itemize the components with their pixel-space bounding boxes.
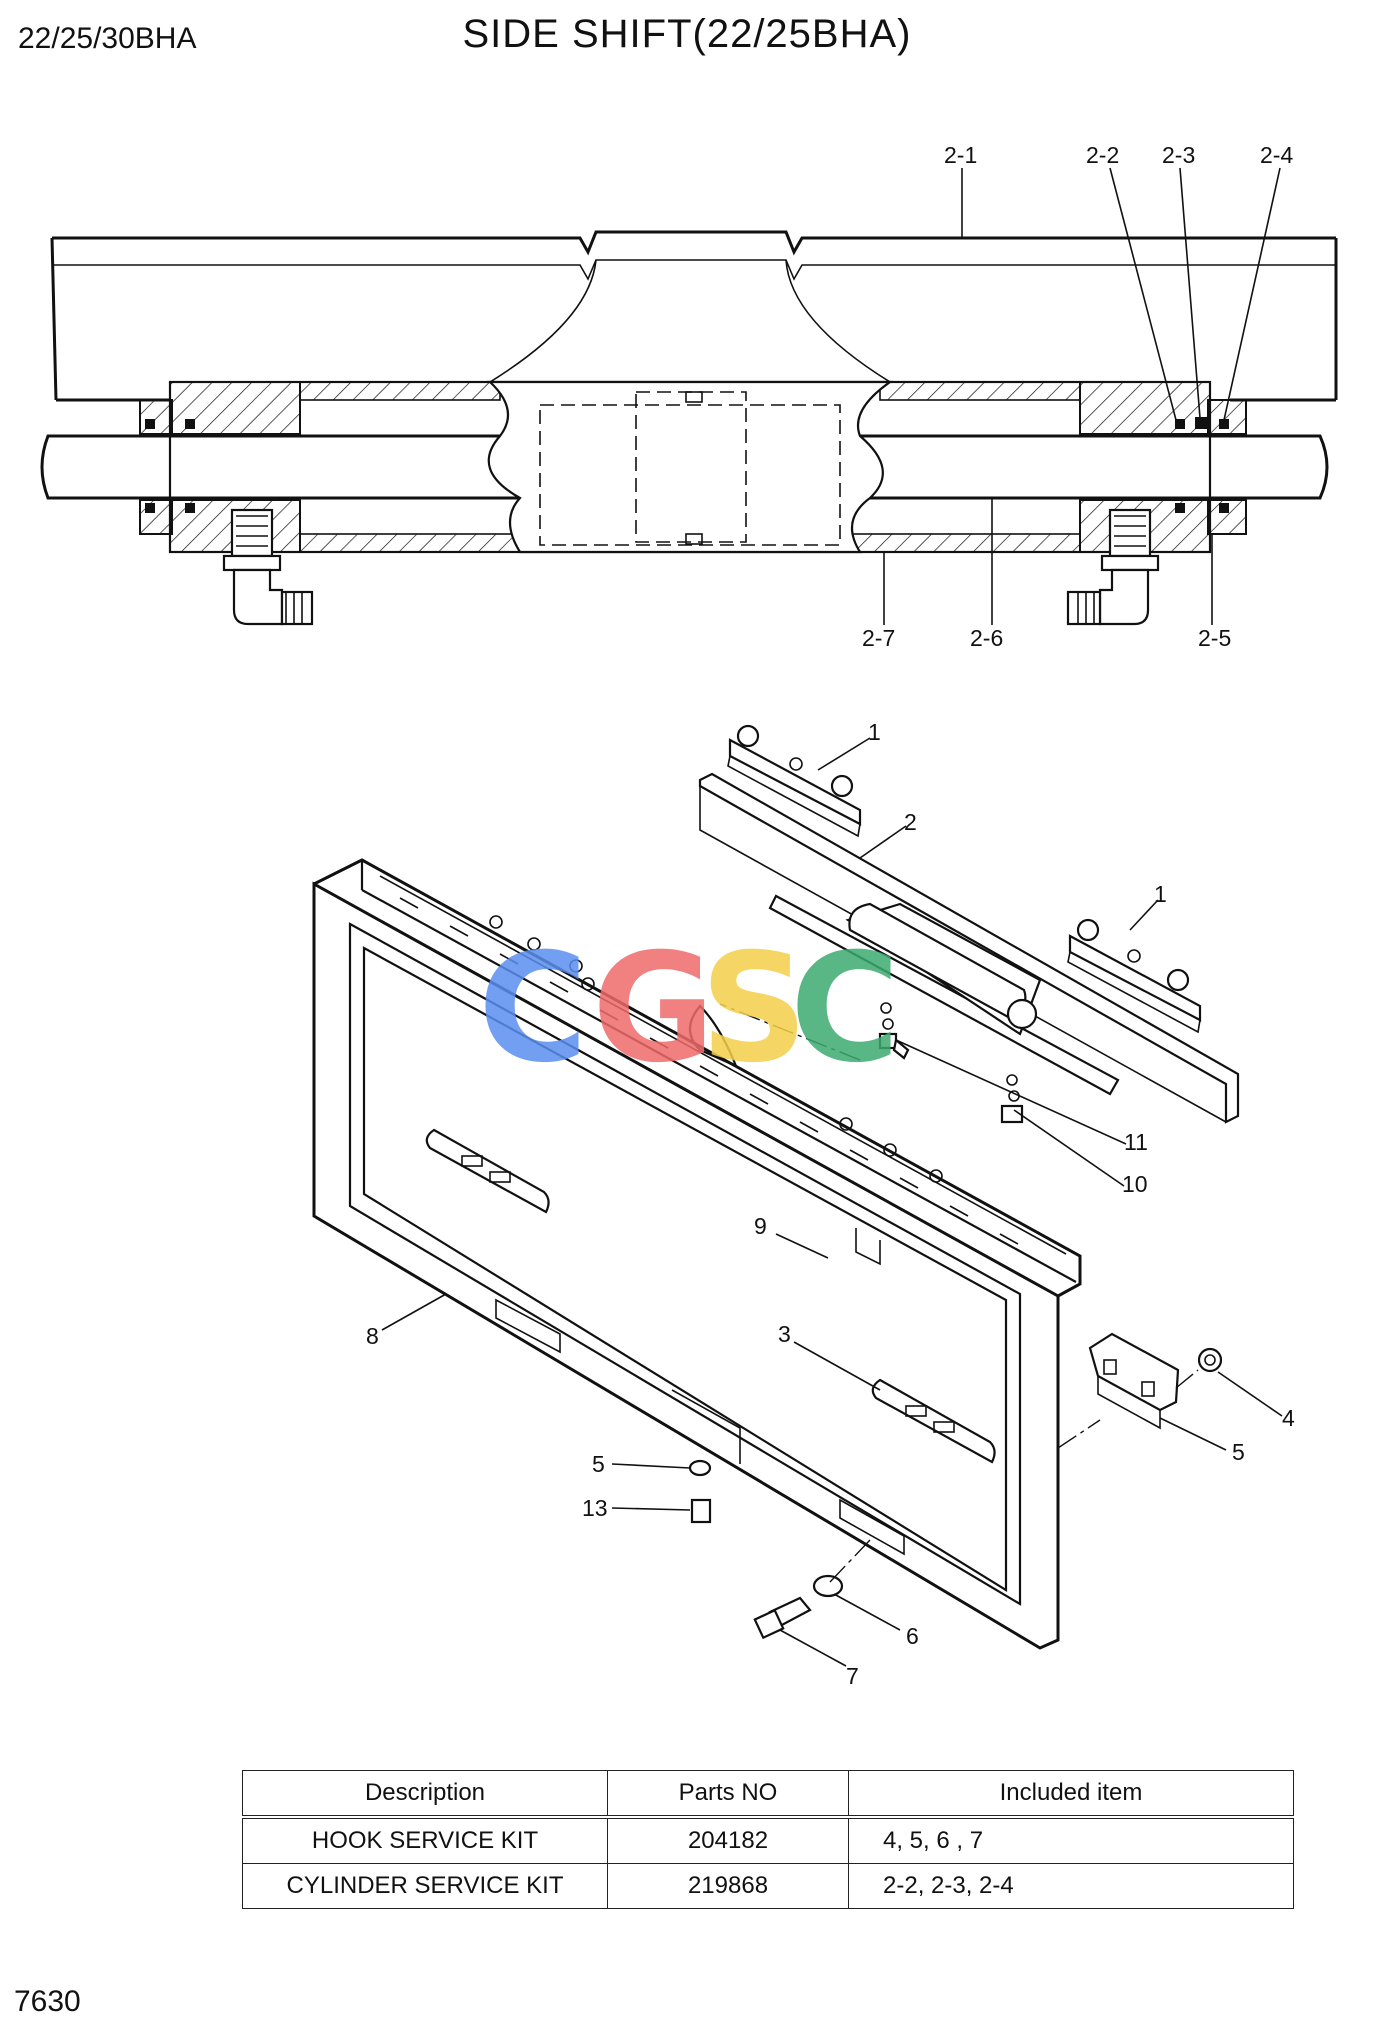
watermark-letter-c2: C [790, 922, 900, 1096]
callout-5-washer: 5 [592, 1451, 605, 1477]
callout-11: 11 [1124, 1129, 1148, 1155]
page-number: 7630 [14, 1985, 81, 2018]
callout-2-3: 2-3 [1162, 142, 1195, 168]
callout-2-7: 2-7 [862, 625, 895, 651]
row-part-no: 204182 [607, 1816, 849, 1864]
carriage-frame [312, 858, 1082, 1650]
callout-2-5: 2-5 [1198, 625, 1231, 651]
lower-clamp-bracket [1067, 918, 1202, 1034]
piston-rod [40, 434, 1329, 500]
row-included: 2-2, 2-3, 2-4 [848, 1863, 1294, 1909]
watermark-letter-c1: C [478, 922, 588, 1096]
callout-8: 8 [366, 1323, 379, 1349]
watermark-letter-g: G [592, 922, 715, 1096]
callout-1-lower: 1 [1154, 881, 1167, 907]
callout-9: 9 [754, 1213, 767, 1239]
col-description: Description [242, 1770, 608, 1819]
callout-13: 13 [582, 1495, 608, 1521]
callout-6: 6 [906, 1623, 919, 1649]
callout-5-hook: 5 [1232, 1439, 1245, 1465]
hook-washer [812, 1574, 844, 1598]
watermark-logo: C G S C [478, 922, 900, 1096]
exploded-view [312, 724, 1283, 1667]
callout-2-6: 2-6 [970, 625, 1003, 651]
callout-4: 4 [1282, 1405, 1295, 1431]
callout-1-upper: 1 [868, 719, 881, 745]
model-label: 22/25/30BHA [18, 22, 197, 55]
table-row: CYLINDER SERVICE KIT 219868 2-2, 2-3, 2-… [242, 1863, 1294, 1909]
grease-fittings [878, 1002, 1024, 1124]
table-header-row: Description Parts NO Included item [242, 1770, 1294, 1819]
right-port-fitting [1066, 508, 1160, 626]
callout-2-2: 2-2 [1086, 142, 1119, 168]
callout-7: 7 [846, 1663, 859, 1689]
left-port-fitting [222, 508, 314, 626]
callout-2-4: 2-4 [1260, 142, 1293, 168]
upper-rail [52, 230, 1336, 256]
cap-screw [690, 1498, 712, 1524]
shift-rail [698, 772, 1240, 1124]
row-included: 4, 5, 6 , 7 [848, 1816, 1294, 1864]
row-description: CYLINDER SERVICE KIT [242, 1863, 608, 1909]
row-description: HOOK SERVICE KIT [242, 1816, 608, 1864]
col-included-item: Included item [848, 1770, 1294, 1819]
callout-3: 3 [778, 1321, 791, 1347]
page-title: SIDE SHIFT(22/25BHA) [462, 12, 912, 56]
washer [688, 1459, 712, 1477]
cylinder-section-view [40, 167, 1338, 626]
row-part-no: 219868 [607, 1863, 849, 1909]
table-row: HOOK SERVICE KIT 204182 4, 5, 6 , 7 [242, 1816, 1294, 1864]
hook-assembly [1088, 1332, 1223, 1430]
callout-2-1: 2-1 [944, 142, 977, 168]
upper-clamp-bracket [727, 724, 862, 838]
callout-2: 2 [904, 809, 917, 835]
watermark-letter-s: S [700, 922, 808, 1096]
service-kits-table: Description Parts NO Included item HOOK … [242, 1770, 1294, 1909]
callout-10: 10 [1122, 1171, 1148, 1197]
col-parts-no: Parts NO [607, 1770, 849, 1819]
shift-cylinder [768, 894, 1120, 1096]
